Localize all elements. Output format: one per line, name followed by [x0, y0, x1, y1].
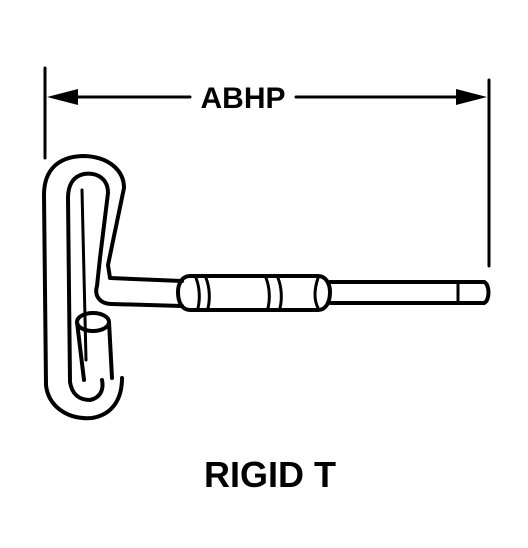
left-arrowhead	[47, 89, 78, 105]
wrench-shaft	[176, 274, 491, 312]
handle-end-face	[75, 311, 111, 333]
diagram-caption: RIGID T	[204, 454, 336, 495]
dimension-arrow	[47, 89, 487, 105]
right-arrowhead	[456, 89, 487, 105]
dimension-label: ABHP	[200, 82, 285, 115]
wrench-handle	[42, 154, 184, 421]
